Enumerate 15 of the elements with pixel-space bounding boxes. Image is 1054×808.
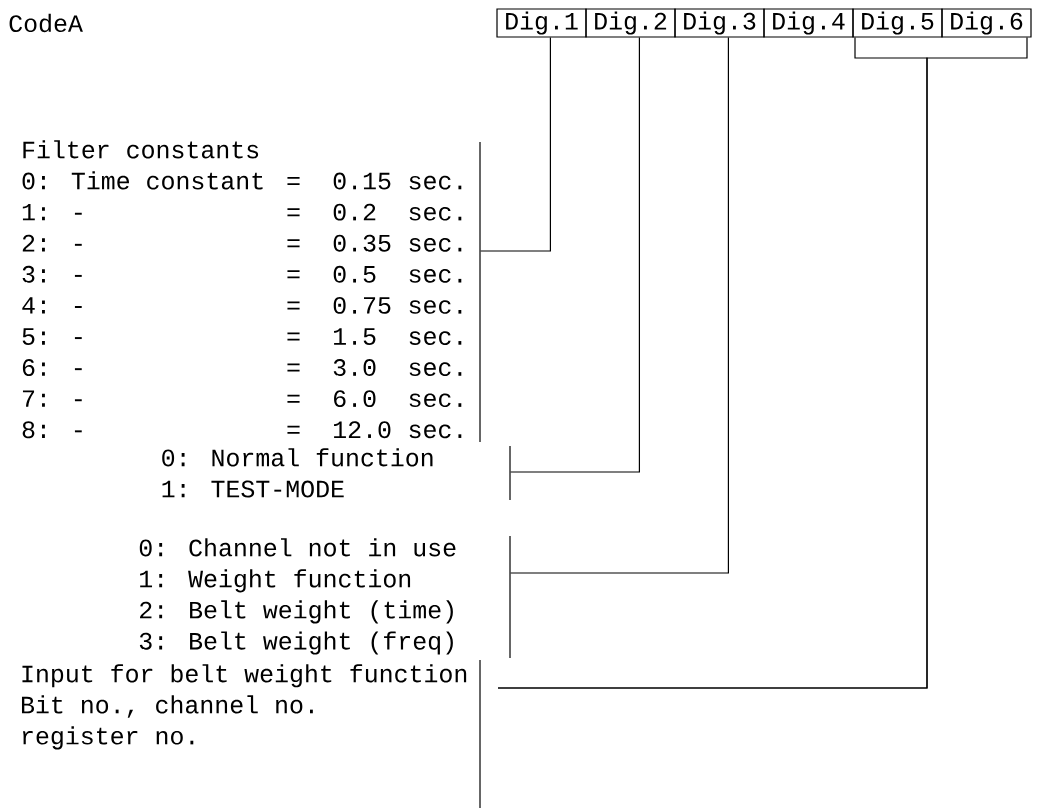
digit-box: Dig.3	[674, 8, 765, 38]
option-list: 0: Normal function 1: TEST-MODE	[162, 445, 511, 501]
option-list: Input for belt weight function Bit no., channel no. register no.	[22, 659, 481, 808]
digit-box: Dig.4	[763, 8, 854, 38]
code-label: CodeA	[9, 13, 83, 33]
digit-box: Dig.6	[941, 8, 1032, 38]
option-list: 0: Channel not in use 1: Weight function 2: Belt weight (time) 3: Belt weight (freq)	[139, 535, 511, 659]
option-list: Filter constants 0: Time constant = 0.15 sec. 1: - = 0.2 sec. 2: - = 0.35 sec. 3: - = 0.5 sec. 4: - = 0.75 sec. 5: - = 1.5 sec. 6: - = 3.0 sec. 7: - = 6.0 sec. 8: - = 12.0 sec.	[22, 140, 481, 443]
connector-line	[510, 37, 640, 473]
connector-line	[510, 37, 729, 574]
digit-box: Dig.2	[585, 8, 676, 38]
connector-line	[497, 37, 1028, 689]
digit-box: Dig.1	[496, 8, 587, 38]
digit-box: Dig.5	[852, 8, 943, 38]
connector-line	[480, 37, 551, 252]
